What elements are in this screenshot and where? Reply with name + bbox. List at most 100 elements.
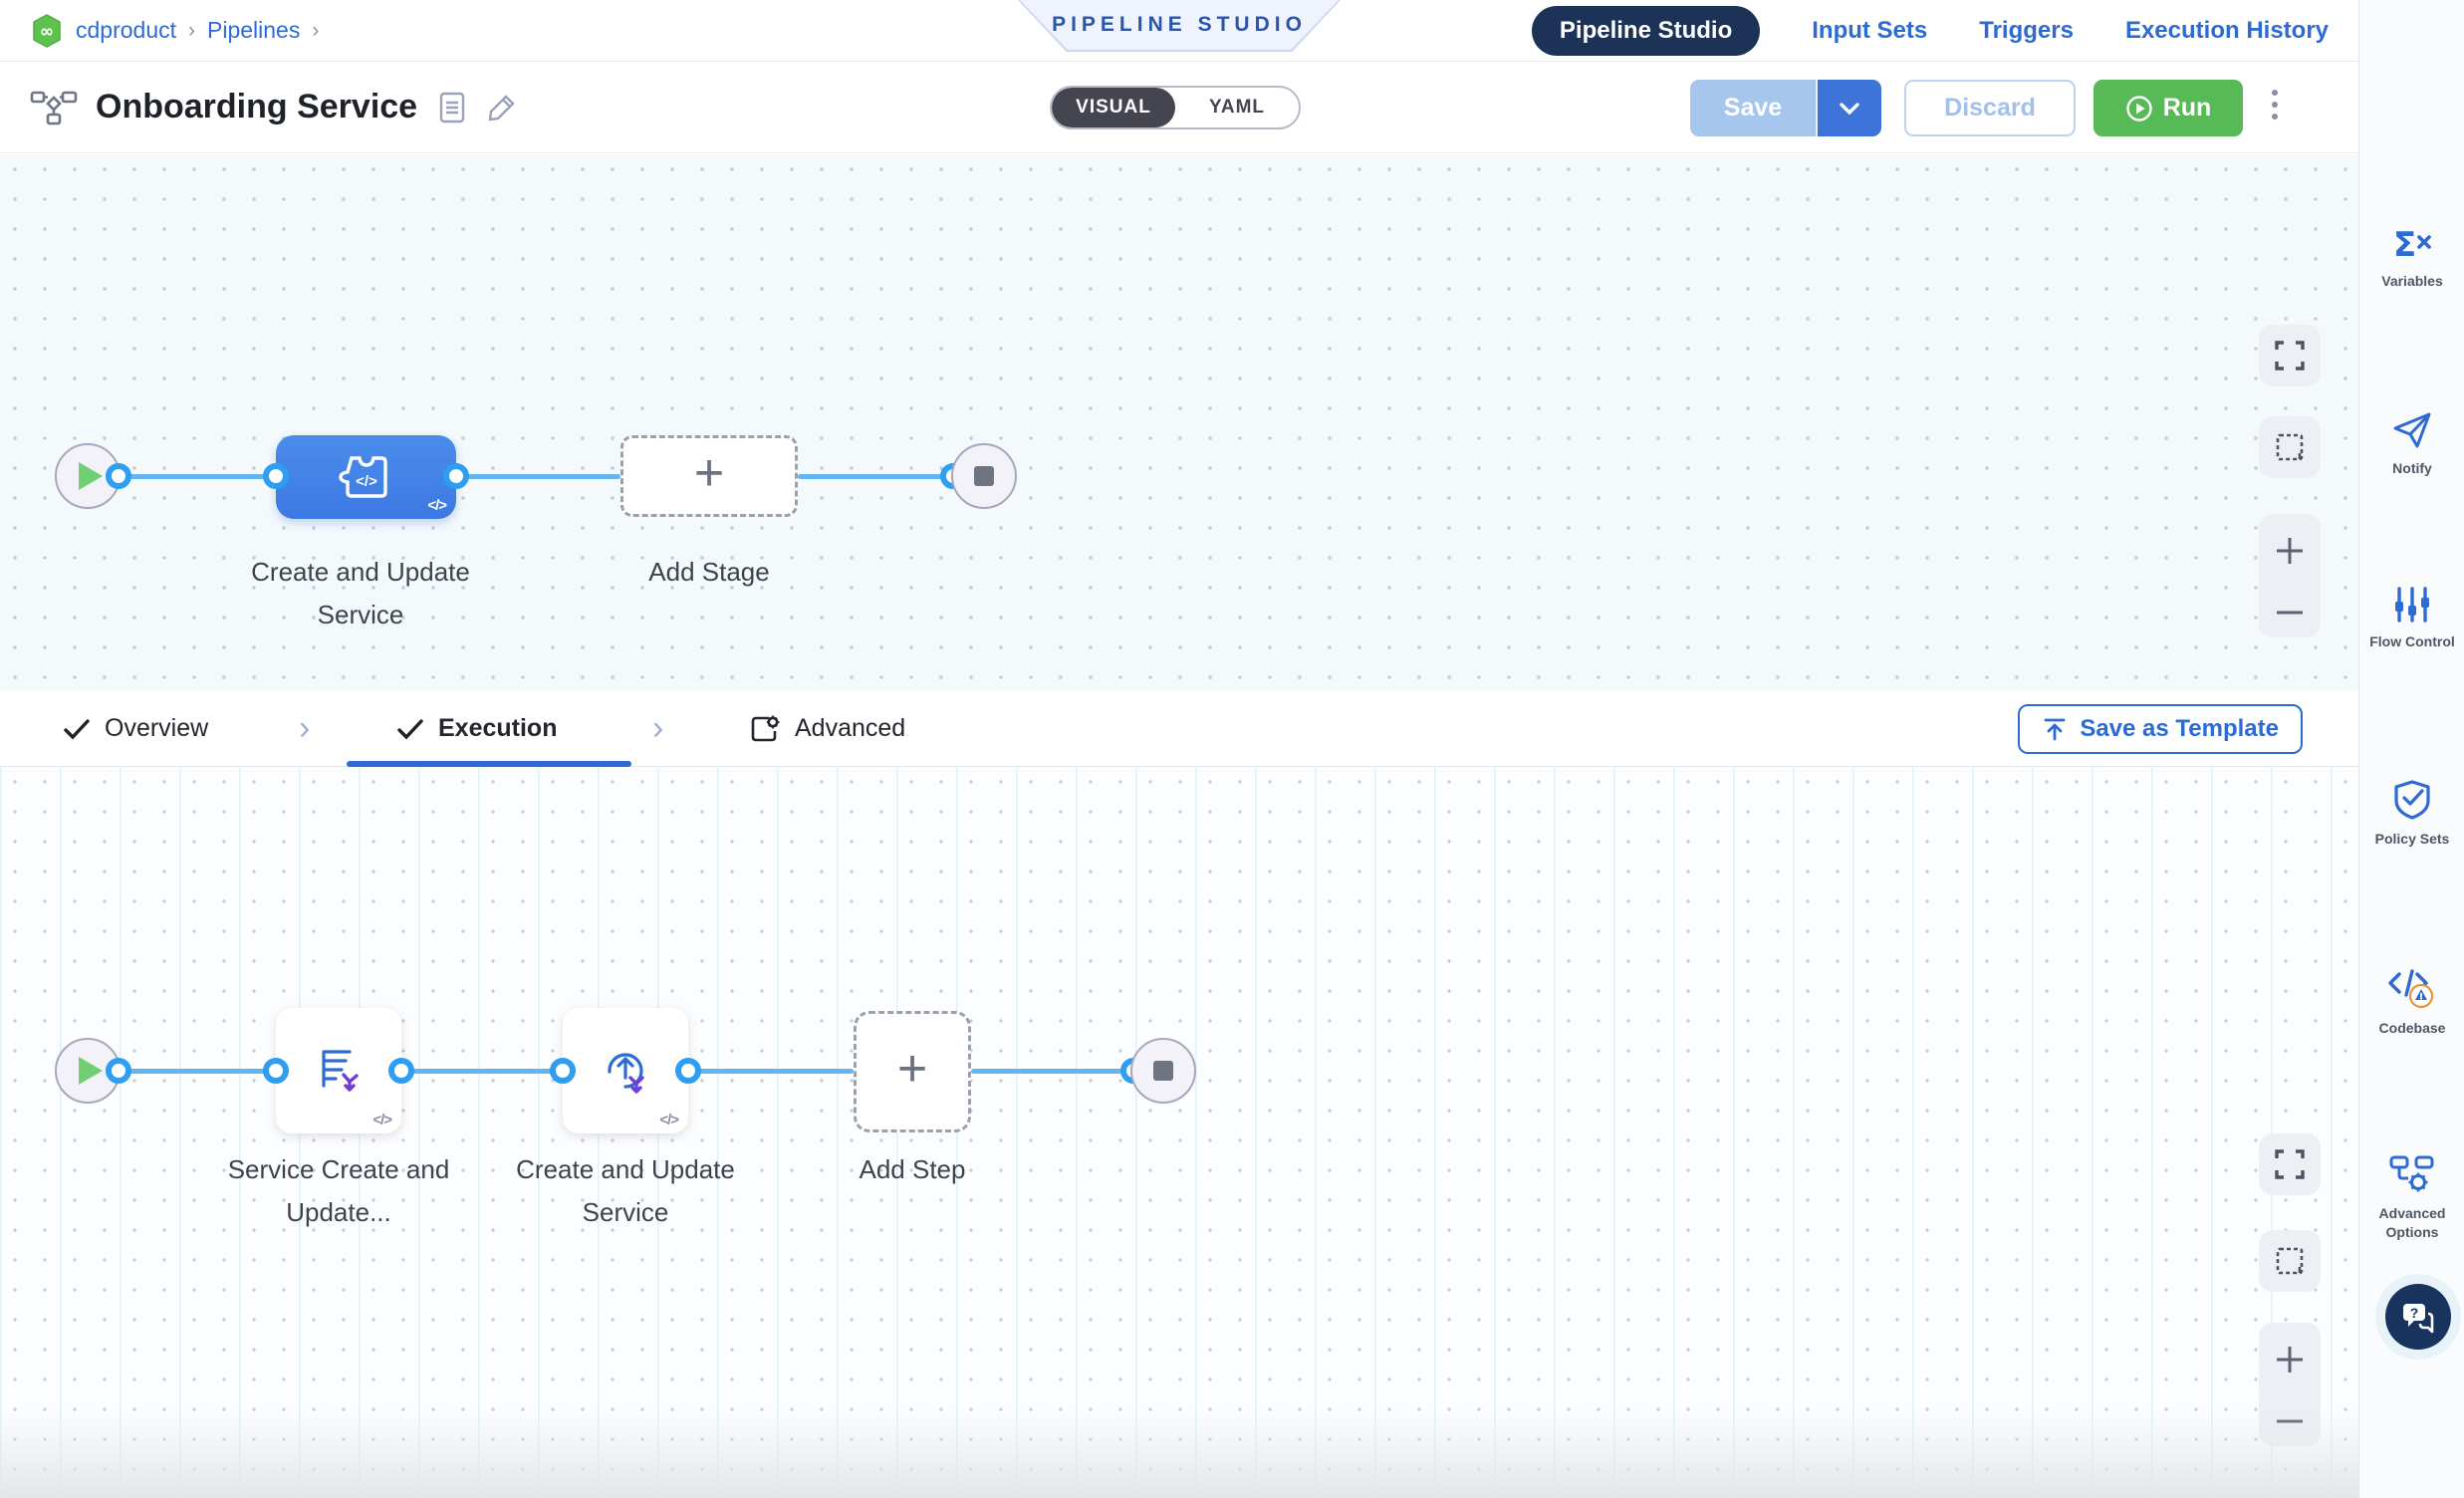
stage-canvas[interactable]: </> </> + Create and Update Service Add … bbox=[0, 154, 2358, 690]
advanced-gear-doc-icon bbox=[751, 715, 780, 741]
upload-icon bbox=[2044, 718, 2066, 741]
end-stop-icon bbox=[974, 466, 994, 486]
plus-icon: + bbox=[896, 1040, 928, 1098]
multi-select-button[interactable] bbox=[2259, 1230, 2321, 1292]
step-node-create-update-service[interactable]: </> bbox=[563, 1008, 688, 1133]
toggle-yaml[interactable]: YAML bbox=[1208, 97, 1266, 118]
selection-icon bbox=[2276, 1247, 2304, 1275]
edge bbox=[688, 1069, 854, 1074]
sidebar-item-notify[interactable]: Notify bbox=[2359, 410, 2464, 478]
check-icon bbox=[64, 718, 90, 739]
run-button[interactable]: Run bbox=[2094, 80, 2243, 136]
execution-step-canvas[interactable]: </> </> + Service Create and U bbox=[0, 767, 2358, 1498]
fullscreen-button[interactable] bbox=[2259, 325, 2321, 386]
connector-port[interactable] bbox=[263, 463, 289, 489]
connector-port[interactable] bbox=[388, 1058, 414, 1084]
visual-yaml-toggle: VISUAL YAML bbox=[1050, 86, 1301, 129]
step2-label: Create and Update Service bbox=[516, 1154, 735, 1227]
step-node-service-create-update[interactable]: </> bbox=[276, 1008, 401, 1133]
save-button[interactable]: Save bbox=[1690, 80, 1816, 136]
stage-node-create-update-service[interactable]: </> </> bbox=[276, 435, 456, 519]
discard-button[interactable]: Discard bbox=[1904, 80, 2076, 136]
edge bbox=[971, 1069, 1131, 1074]
stage-label: Create and Update Service bbox=[251, 557, 470, 629]
tab-overview[interactable]: Overview bbox=[63, 690, 208, 767]
tab-separator-chevron: › bbox=[299, 709, 311, 747]
start-play-icon bbox=[79, 1057, 103, 1085]
save-dropdown-button[interactable] bbox=[1816, 80, 1881, 136]
edit-pencil-icon[interactable] bbox=[487, 93, 517, 123]
sidebar-item-codebase[interactable]: Codebase bbox=[2359, 968, 2464, 1038]
description-icon[interactable] bbox=[439, 92, 465, 124]
chevron-down-icon bbox=[1840, 102, 1859, 115]
execution-start-node[interactable] bbox=[55, 1038, 121, 1104]
stage-detail-tabbar: Overview › Execution › Advanced bbox=[0, 690, 2358, 767]
zoom-out-icon[interactable] bbox=[2273, 607, 2307, 619]
apply-step-icon bbox=[608, 1053, 644, 1094]
fullscreen-button[interactable] bbox=[2259, 1133, 2321, 1195]
connector-port[interactable] bbox=[443, 463, 469, 489]
fullscreen-icon bbox=[2275, 341, 2305, 371]
cd-module-icon: ∞ bbox=[33, 13, 61, 48]
save-as-template-button[interactable]: Save as Template bbox=[2018, 704, 2303, 754]
zoom-out-icon[interactable] bbox=[2273, 1415, 2307, 1427]
variables-icon: Σ bbox=[2393, 225, 2431, 263]
more-options-kebab[interactable] bbox=[2263, 90, 2287, 120]
zoom-controls bbox=[2259, 514, 2321, 637]
service-step-icon bbox=[322, 1050, 359, 1092]
fullscreen-icon bbox=[2275, 1149, 2305, 1179]
policy-shield-icon bbox=[2394, 780, 2430, 820]
tab-advanced[interactable]: Advanced bbox=[749, 690, 905, 767]
sidebar-item-policy-sets[interactable]: Policy Sets bbox=[2359, 779, 2464, 849]
tab-pipeline-studio[interactable]: Pipeline Studio bbox=[1531, 5, 1761, 56]
tab-triggers[interactable]: Triggers bbox=[1979, 16, 2074, 44]
advanced-options-icon bbox=[2389, 1155, 2434, 1192]
svg-text:</>: </> bbox=[356, 473, 377, 490]
run-label: Run bbox=[2162, 94, 2212, 122]
connector-port[interactable] bbox=[106, 463, 131, 489]
connector-port[interactable] bbox=[550, 1058, 576, 1084]
breadcrumb-pipelines[interactable]: Pipelines bbox=[207, 17, 301, 43]
notify-paper-plane-icon bbox=[2393, 412, 2431, 448]
add-step-button[interactable]: + bbox=[854, 1011, 971, 1132]
execution-end-node[interactable] bbox=[1130, 1038, 1196, 1104]
breadcrumb-project[interactable]: cdproduct bbox=[76, 17, 177, 43]
tab-separator-chevron: › bbox=[652, 709, 664, 747]
sidebar-item-advanced-options[interactable]: Advanced Options bbox=[2359, 1153, 2464, 1242]
edge bbox=[401, 1069, 563, 1074]
connector-port[interactable] bbox=[106, 1058, 131, 1084]
add-stage-button[interactable]: + bbox=[620, 435, 798, 517]
selection-icon bbox=[2276, 433, 2304, 461]
connector-port[interactable] bbox=[675, 1058, 701, 1084]
code-badge: </> bbox=[427, 497, 447, 514]
sidebar-item-variables[interactable]: Σ Variables bbox=[2381, 225, 2443, 289]
edge bbox=[119, 1069, 276, 1074]
tab-input-sets[interactable]: Input Sets bbox=[1812, 16, 1928, 44]
connector-port[interactable] bbox=[263, 1058, 289, 1084]
pipeline-end-node[interactable] bbox=[951, 443, 1017, 509]
sidebar-item-flow-control[interactable]: Flow Control bbox=[2359, 586, 2464, 651]
custom-stage-icon: </> bbox=[338, 456, 387, 498]
svg-text:?: ? bbox=[2410, 1305, 2419, 1321]
tab-execution-history[interactable]: Execution History bbox=[2124, 16, 2329, 44]
code-badge: </> bbox=[659, 1112, 679, 1128]
help-chat-button[interactable]: ? bbox=[2385, 1284, 2451, 1350]
multi-select-button[interactable] bbox=[2259, 416, 2321, 478]
toolbar: Onboarding Service VISUAL YAML Save bbox=[0, 62, 2358, 153]
zoom-in-icon[interactable] bbox=[2273, 534, 2307, 568]
top-tabs: Pipeline Studio Input Sets Triggers Exec… bbox=[1531, 5, 2329, 56]
flow-control-sliders-icon bbox=[2395, 587, 2429, 623]
codebase-icon bbox=[2388, 969, 2434, 1009]
tab-execution[interactable]: Execution bbox=[396, 690, 557, 767]
add-step-label: Add Step bbox=[859, 1154, 966, 1184]
active-tab-underline bbox=[347, 761, 631, 767]
toggle-visual[interactable]: VISUAL bbox=[1052, 88, 1175, 127]
code-badge: </> bbox=[372, 1112, 392, 1128]
check-icon bbox=[397, 718, 423, 739]
run-play-icon bbox=[2125, 95, 2152, 122]
zoom-in-icon[interactable] bbox=[2273, 1343, 2307, 1376]
right-sidebar: Σ Variables Notify Flow Control bbox=[2358, 0, 2464, 1498]
edge bbox=[798, 474, 953, 479]
ribbon-label: PIPELINE STUDIO bbox=[1052, 13, 1307, 36]
